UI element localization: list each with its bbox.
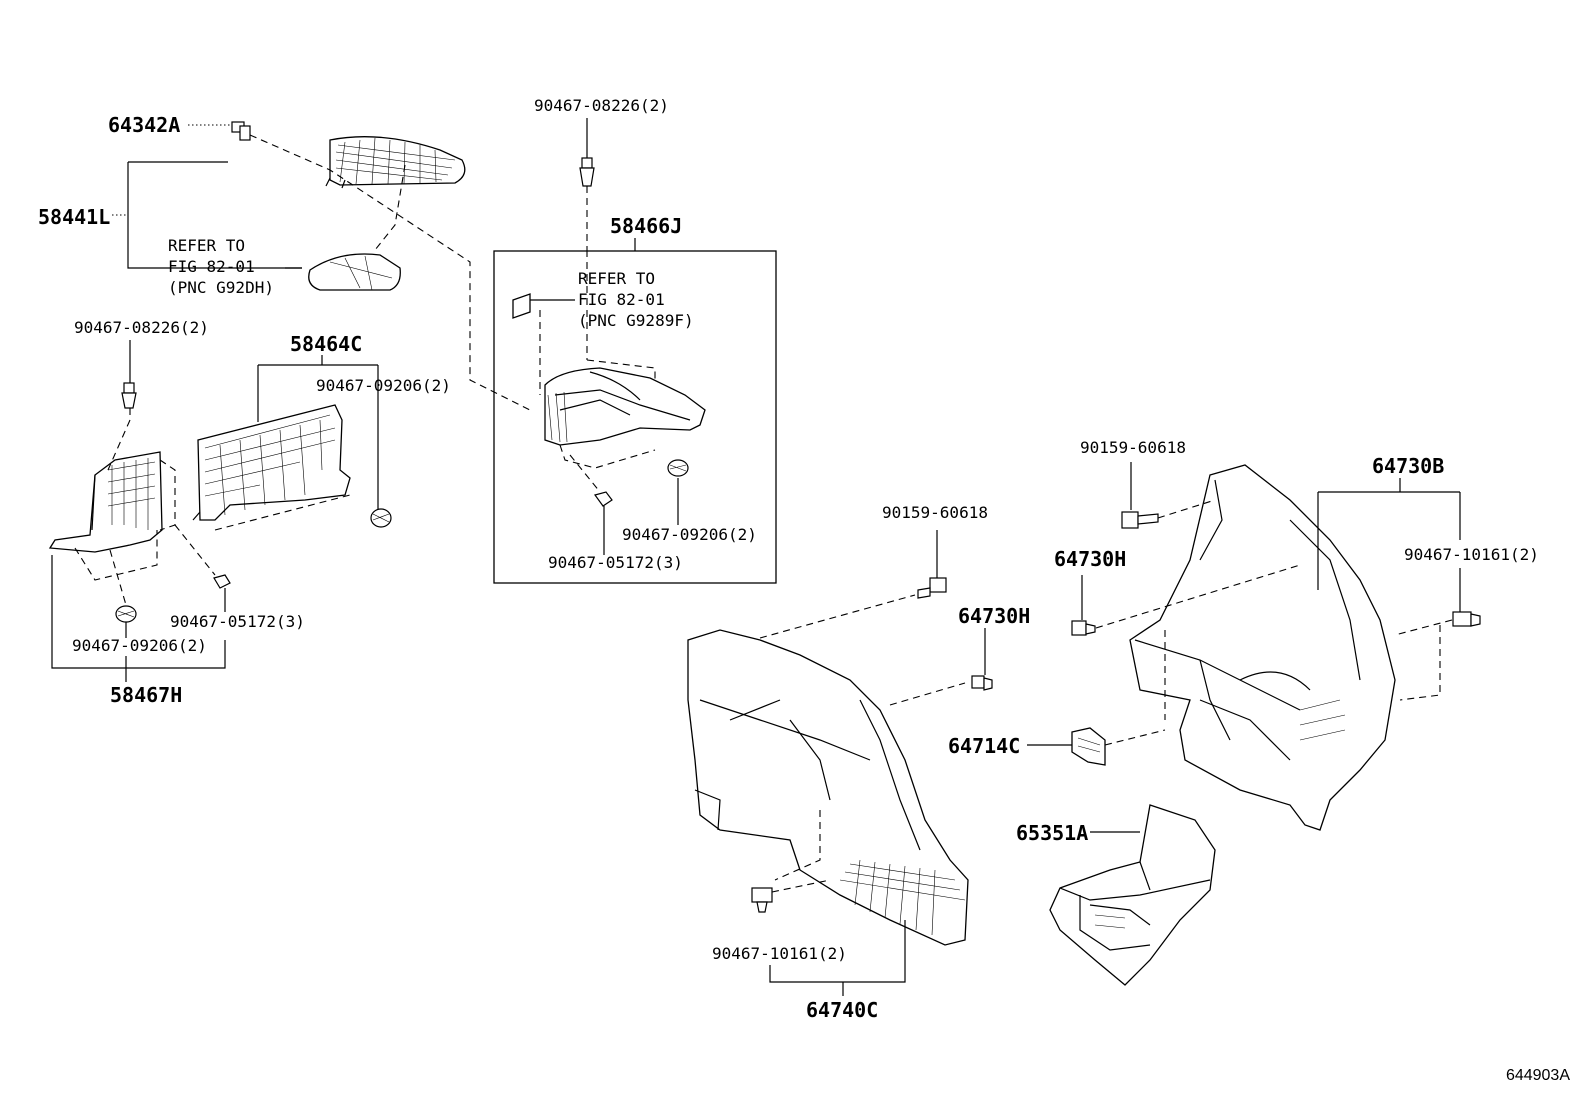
label-64730h-right: 64730H bbox=[958, 604, 1031, 628]
clip-90467-09206-mid bbox=[370, 508, 392, 528]
label-64342a: 64342A bbox=[108, 113, 181, 137]
clip-64730h-right bbox=[971, 675, 993, 691]
trim-panel-58464c bbox=[192, 404, 351, 521]
refer-line-3: (PNC G92DH) bbox=[168, 278, 274, 297]
side-panel-58466j bbox=[544, 367, 706, 446]
cover-panel-58441l bbox=[325, 136, 466, 189]
label-64740c: 64740C bbox=[806, 998, 879, 1022]
refer-note-box: REFER TO FIG 82-01 (PNC G9289F) bbox=[578, 268, 694, 331]
label-90159-60618-right: 90159-60618 bbox=[1080, 438, 1186, 457]
label-90467-08226-top: 90467-08226(2) bbox=[534, 96, 669, 115]
label-90467-10161-right: 90467-10161(2) bbox=[1404, 545, 1539, 564]
label-64730h-left: 64730H bbox=[1054, 547, 1127, 571]
clip-90467-05172-left bbox=[213, 574, 231, 589]
refer-line-1: REFER TO bbox=[578, 269, 656, 288]
label-65351a: 65351A bbox=[1016, 821, 1089, 845]
label-58441l: 58441L bbox=[38, 205, 111, 229]
label-90467-09206-mid: 90467-09206(2) bbox=[316, 376, 451, 395]
label-90467-08226-left: 90467-08226(2) bbox=[74, 318, 209, 337]
label-90467-05172-left: 90467-05172(3) bbox=[170, 612, 305, 631]
clip-90467-10161-right bbox=[1452, 611, 1481, 627]
refer-line-3: (PNC G9289F) bbox=[578, 311, 694, 330]
clip-64714c bbox=[1071, 727, 1106, 766]
label-64730b: 64730B bbox=[1372, 454, 1445, 478]
clip-90467-09206-left bbox=[115, 605, 137, 623]
clip-90467-09206-box bbox=[667, 459, 689, 477]
clip-64342a bbox=[231, 121, 251, 141]
label-90467-10161-bottom: 90467-10161(2) bbox=[712, 944, 847, 963]
label-58467h: 58467H bbox=[110, 683, 183, 707]
tray-65351a bbox=[1049, 804, 1216, 986]
figure-code: 644903A bbox=[1505, 1067, 1570, 1084]
clip-90467-10161-bottom bbox=[751, 887, 773, 913]
refer-line-1: REFER TO bbox=[168, 236, 246, 255]
side-trim-64730b bbox=[1129, 464, 1396, 831]
label-90467-05172-box: 90467-05172(3) bbox=[548, 553, 683, 572]
refer-note-upper-left: REFER TO FIG 82-01 (PNC G92DH) bbox=[168, 235, 274, 298]
refer-line-2: FIG 82-01 bbox=[168, 257, 255, 276]
trim-panel-58467h bbox=[48, 451, 163, 553]
label-64714c: 64714C bbox=[948, 734, 1021, 758]
clip-90467-08226-left bbox=[121, 382, 137, 409]
refer-line-2: FIG 82-01 bbox=[578, 290, 665, 309]
clip-64730h-left bbox=[1071, 620, 1096, 636]
bolt-90159-60618-right bbox=[1121, 511, 1159, 529]
cover-piece-g92dh bbox=[308, 253, 401, 291]
label-90467-09206-left: 90467-09206(2) bbox=[72, 636, 207, 655]
label-58466j: 58466J bbox=[610, 214, 683, 238]
label-90467-09206-box: 90467-09206(2) bbox=[622, 525, 757, 544]
label-90159-60618-mid: 90159-60618 bbox=[882, 503, 988, 522]
clip-90467-08226-top bbox=[579, 157, 595, 187]
label-58464c: 58464C bbox=[290, 332, 363, 356]
side-trim-64740c bbox=[687, 629, 969, 946]
clip-90467-05172-box bbox=[594, 491, 613, 507]
bolt-90159-60618-mid bbox=[917, 577, 947, 599]
